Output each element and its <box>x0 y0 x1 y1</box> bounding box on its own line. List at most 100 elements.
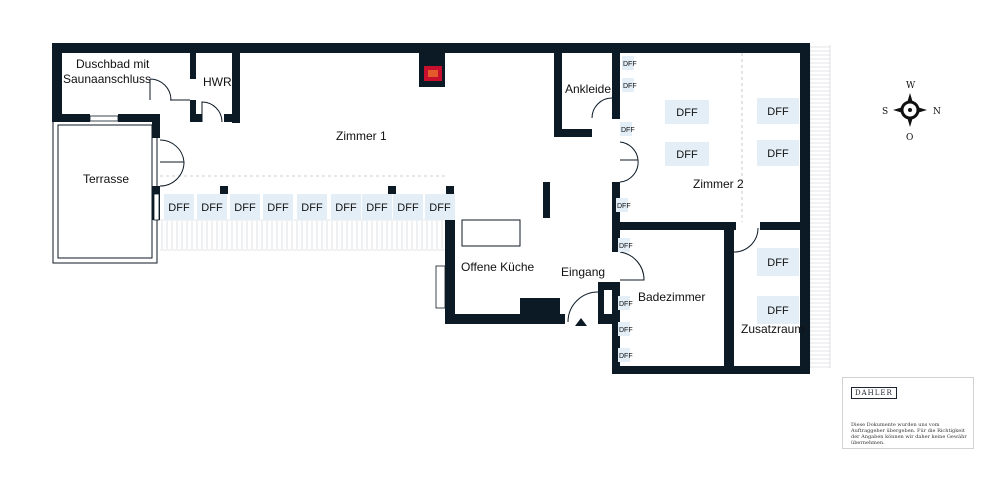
skylight-dff: DFF <box>297 194 327 220</box>
skylight-dff: DFF <box>362 194 392 220</box>
compass-north: N <box>933 107 941 117</box>
compass-south: S <box>882 107 888 117</box>
skylight-pane <box>757 98 799 124</box>
skylight-label: DFF <box>397 202 419 214</box>
skylight-dff: DFF <box>393 194 423 220</box>
room-label-zusatzraum: Zusatzraum <box>741 322 804 336</box>
skylight-dff: DFF <box>425 194 455 220</box>
skylight-pane <box>665 100 709 124</box>
skylight-label: DFF <box>623 83 637 90</box>
skylight-label: DFF <box>767 257 789 269</box>
kitchen-island <box>461 219 521 247</box>
skylight-label: DFF <box>619 353 633 360</box>
disclaimer-box: DAHLER Diese Dokumente wurden uns vom Au… <box>842 377 974 449</box>
skylight-pane <box>618 348 630 362</box>
skylight-dff-small: DFF <box>620 122 635 136</box>
terrace-outline <box>52 119 158 264</box>
skylight-label: DFF <box>767 148 789 160</box>
skylight-dff: DFF <box>757 140 799 166</box>
skylight-dff-small: DFF <box>616 198 631 212</box>
brand-logo: DAHLER <box>851 387 897 399</box>
skylight-label: DFF <box>366 202 388 214</box>
skylight-label: DFF <box>623 61 637 68</box>
skylight-label: DFF <box>676 107 698 119</box>
room-label-offene-kueche: Offene Küche <box>461 260 534 274</box>
skylight-label: DFF <box>619 301 633 308</box>
skylight-pane <box>425 194 455 220</box>
room-label-duschbad-2: Saunaanschluss <box>63 72 151 86</box>
balcony-hatch <box>809 45 831 368</box>
skylight-label: DFF <box>619 327 633 334</box>
skylight-pane <box>622 56 634 70</box>
skylight-label: DFF <box>429 202 451 214</box>
skylight-pane <box>618 322 630 336</box>
room-label-eingang: Eingang <box>561 265 605 279</box>
skylight-dff: DFF <box>164 194 194 220</box>
terrace-inner <box>57 124 153 259</box>
skylight-pane <box>618 296 630 310</box>
skylight-label: DFF <box>168 202 190 214</box>
skylight-pane <box>297 194 327 220</box>
skylight-label: DFF <box>621 127 635 134</box>
skylight-label: DFF <box>676 149 698 161</box>
skylight-dff-small: DFF <box>618 296 633 310</box>
walkway-hatch <box>160 219 445 251</box>
skylight-pane <box>164 194 194 220</box>
skylight-pane <box>618 238 630 252</box>
skylight-dff: DFF <box>665 142 709 166</box>
skylight-dff-small: DFF <box>618 322 633 336</box>
skylight-pane <box>263 194 293 220</box>
skylight-label: DFF <box>617 203 631 210</box>
skylight-dff: DFF <box>331 194 361 220</box>
disclaimer-text: Diese Dokumente wurden uns vom Auftragge… <box>851 422 967 446</box>
compass-icon: W S N O <box>882 81 941 143</box>
skylight-pane <box>757 140 799 166</box>
skylight-pane <box>757 296 799 324</box>
doors <box>149 78 759 323</box>
skylight-label: DFF <box>267 202 289 214</box>
fireplace-inner <box>428 70 438 77</box>
room-label-ankleide: Ankleide <box>565 82 611 96</box>
window-duschbad <box>89 115 119 122</box>
skylight-dff-small: DFF <box>622 78 637 92</box>
compass-east: O <box>906 133 913 143</box>
room-label-duschbad-1: Duschbad mit <box>76 57 150 71</box>
skylight-dff: DFF <box>757 98 799 124</box>
skylight-dff: DFF <box>757 248 799 276</box>
skylight-pane <box>230 194 260 220</box>
skylight-dff-small: DFF <box>618 348 633 362</box>
skylight-pane <box>393 194 423 220</box>
room-label-zimmer2: Zimmer 2 <box>693 177 744 191</box>
skylight-dff: DFF <box>757 296 799 324</box>
skylight-dff-small: DFF <box>622 56 637 70</box>
skylight-pane <box>616 198 628 212</box>
skylight-label: DFF <box>201 202 223 214</box>
room-label-badezimmer: Badezimmer <box>638 290 705 304</box>
skylight-pane <box>665 142 709 166</box>
skylight-label: DFF <box>619 243 633 250</box>
skylight-label: DFF <box>767 305 789 317</box>
skylights: DFF DFF DFF DFF DFF DFF DFF DFF DFF DFF DFF DFF DFF D… <box>164 56 799 362</box>
skylight-dff: DFF <box>665 100 709 124</box>
skylight-pane <box>331 194 361 220</box>
room-label-hwr: HWR <box>203 75 232 89</box>
compass-west: W <box>906 81 916 91</box>
skylight-label: DFF <box>767 106 789 118</box>
room-label-zimmer1: Zimmer 1 <box>336 129 387 143</box>
skylight-pane <box>622 78 634 92</box>
window-terrace <box>153 193 160 221</box>
skylight-pane <box>362 194 392 220</box>
skylight-label: DFF <box>234 202 256 214</box>
skylight-dff-small: DFF <box>618 238 633 252</box>
window-kitchen <box>435 265 446 309</box>
skylight-dff: DFF <box>197 194 227 220</box>
skylight-pane <box>620 122 632 136</box>
room-label-terrasse: Terrasse <box>83 172 129 186</box>
skylight-label: DFF <box>301 202 323 214</box>
entrance-arrow <box>575 318 587 326</box>
skylight-label: DFF <box>335 202 357 214</box>
skylight-pane <box>757 248 799 276</box>
skylight-pane <box>197 194 227 220</box>
skylight-dff: DFF <box>263 194 293 220</box>
